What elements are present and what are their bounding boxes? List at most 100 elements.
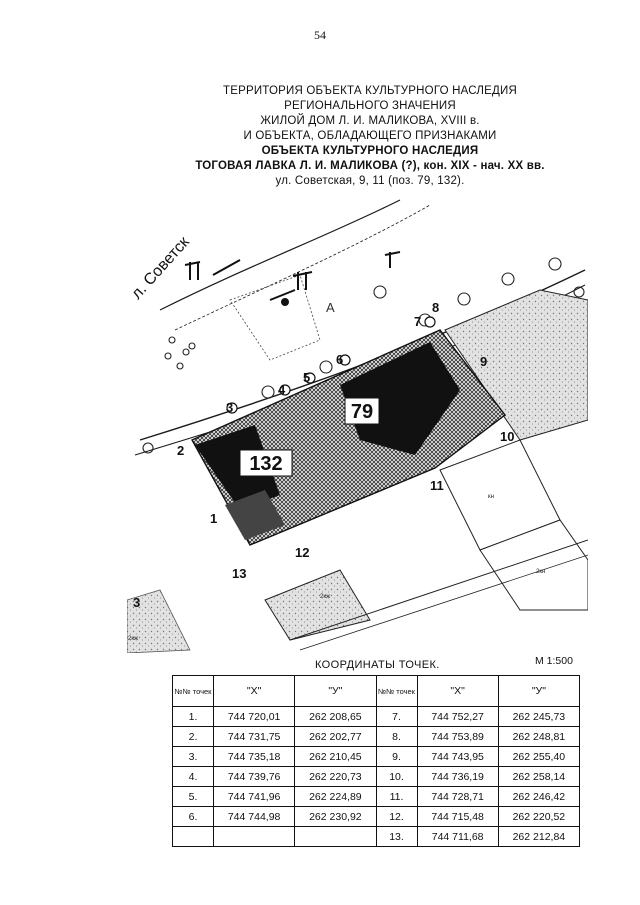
point-number: 9. xyxy=(375,746,418,767)
table-row: 6. 744 744,98 262 230,92 12. 744 715,48 … xyxy=(172,806,581,827)
x-value: 744 736,19 xyxy=(416,766,499,787)
point-number: 6. xyxy=(172,806,214,827)
point-number: 2. xyxy=(172,726,214,747)
x-value: 744 739,76 xyxy=(212,766,296,787)
x-value: 744 735,18 xyxy=(212,746,296,767)
parcel-label: 2кж xyxy=(320,594,330,600)
site-plan-map: л. Советск 79 132 2кж 2кн 2кж кн А xyxy=(127,199,588,653)
title-line: ЖИЛОЙ ДОМ Л. И. МАЛИКОВА, XVIII в. xyxy=(260,115,480,127)
title-line: И ОБЪЕКТА, ОБЛАДАЮЩЕГО ПРИЗНАКАМИ xyxy=(243,130,497,142)
building-132-annex xyxy=(225,490,285,540)
parcel-dotted xyxy=(229,274,321,361)
parcel-label: 2кн xyxy=(536,569,545,575)
point-label-10: 10 xyxy=(500,429,514,444)
y-value: 262 208,65 xyxy=(294,706,377,727)
coordinates-title: КООРДИНАТЫ ТОЧЕК. xyxy=(315,659,440,671)
y-value: 262 245,73 xyxy=(497,706,581,727)
x-value: 744 728,71 xyxy=(416,786,499,807)
tree-symbols xyxy=(142,257,585,454)
point-labels: 1 2 3 4 5 6 7 8 9 10 11 12 13 3 xyxy=(133,300,514,610)
title-line: РЕГИОНАЛЬНОГО ЗНАЧЕНИЯ xyxy=(284,100,456,112)
table-row: 5. 744 741,96 262 224,89 11. 744 728,71 … xyxy=(172,786,581,807)
boundary-line xyxy=(289,539,588,641)
col-header-x: "X" xyxy=(212,675,296,707)
y-value: 262 246,42 xyxy=(497,786,581,807)
point-number: 7. xyxy=(375,706,418,727)
map-scale: М 1:500 xyxy=(535,655,573,667)
building-label-79: 79 xyxy=(351,401,373,423)
curb-line xyxy=(159,199,401,311)
y-value: 262 224,89 xyxy=(294,786,377,807)
parcel-label: кн xyxy=(488,494,494,500)
point-number: 5. xyxy=(172,786,214,807)
point-label-13: 13 xyxy=(232,566,246,581)
x-value: 744 711,68 xyxy=(416,826,499,847)
col-header-y: "У" xyxy=(294,675,377,707)
table-row: 13. 744 711,68 262 212,84 xyxy=(172,826,581,847)
col-header-num: №№ точек xyxy=(172,675,214,707)
point-label-8: 8 xyxy=(432,300,439,315)
point-number: 3. xyxy=(172,746,214,767)
y-value: 262 220,73 xyxy=(294,766,377,787)
boundary-line xyxy=(299,554,588,651)
street-name-label: л. Советск xyxy=(128,233,193,303)
y-value xyxy=(294,826,377,847)
left-edge-label: 3 xyxy=(133,595,140,610)
x-value: 744 720,01 xyxy=(212,706,296,727)
title-line: ТЕРРИТОРИЯ ОБЪЕКТА КУЛЬТУРНОГО НАСЛЕДИЯ xyxy=(223,85,517,97)
point-label-11: 11 xyxy=(430,478,444,493)
x-value: 744 741,96 xyxy=(212,786,296,807)
parcel-gray xyxy=(444,289,588,441)
title-line: ТОГОВАЯ ЛАВКА Л. И. МАЛИКОВА (?), кон. X… xyxy=(195,160,545,172)
curb-line xyxy=(174,204,431,331)
neighbor-parcel xyxy=(127,589,191,653)
point-number: 1. xyxy=(172,706,214,727)
x-value: 744 715,48 xyxy=(416,806,499,827)
x-value: 744 752,27 xyxy=(416,706,499,727)
label-box-132 xyxy=(239,449,293,477)
y-value: 262 202,77 xyxy=(294,726,377,747)
table-row: 2. 744 731,75 262 202,77 8. 744 753,89 2… xyxy=(172,726,581,747)
parcel-label: А xyxy=(326,300,335,315)
sign-symbols xyxy=(184,251,401,301)
point-number: 11. xyxy=(375,786,418,807)
table-row: 4. 744 739,76 262 220,73 10. 744 736,19 … xyxy=(172,766,581,787)
point-label-7: 7 xyxy=(414,314,421,329)
table-row: 1. 744 720,01 262 208,65 7. 744 752,27 2… xyxy=(172,706,581,727)
y-value: 262 255,40 xyxy=(497,746,581,767)
point-number xyxy=(172,826,214,847)
point-label-4: 4 xyxy=(278,382,286,397)
point-label-9: 9 xyxy=(480,354,487,369)
building-132 xyxy=(195,425,280,510)
x-value: 744 753,89 xyxy=(416,726,499,747)
col-header-y: "У" xyxy=(497,675,581,707)
title-line: ул. Советская, 9, 11 (поз. 79, 132). xyxy=(275,175,465,187)
x-value xyxy=(212,826,296,847)
parcel-label: 2кж xyxy=(128,636,138,642)
y-value: 262 210,45 xyxy=(294,746,377,767)
point-number: 4. xyxy=(172,766,214,787)
point-label-12: 12 xyxy=(295,545,309,560)
point-label-2: 2 xyxy=(177,443,184,458)
y-value: 262 212,84 xyxy=(497,826,581,847)
building-label-132: 132 xyxy=(249,453,282,475)
point-label-1: 1 xyxy=(210,511,217,526)
col-header-x: "X" xyxy=(416,675,499,707)
street-road xyxy=(127,200,588,378)
building-79 xyxy=(340,342,460,455)
col-header-num: №№ точек xyxy=(375,675,418,707)
point-number: 13. xyxy=(375,826,418,847)
point-number: 10. xyxy=(375,766,418,787)
title-line: ОБЪЕКТА КУЛЬТУРНОГО НАСЛЕДИЯ xyxy=(261,145,479,157)
label-box-79 xyxy=(344,397,380,425)
y-value: 262 248,81 xyxy=(497,726,581,747)
x-value: 744 731,75 xyxy=(212,726,296,747)
neighbor-parcel xyxy=(479,519,588,611)
y-value: 262 258,14 xyxy=(497,766,581,787)
point-label-5: 5 xyxy=(303,370,310,385)
point-label-3: 3 xyxy=(226,400,233,415)
x-value: 744 743,95 xyxy=(416,746,499,767)
neighbor-parcel xyxy=(264,569,371,641)
page-number: 54 xyxy=(314,28,326,42)
coordinates-table: №№ точек "X" "У" №№ точек "X" "У" 1. 744… xyxy=(172,675,581,847)
